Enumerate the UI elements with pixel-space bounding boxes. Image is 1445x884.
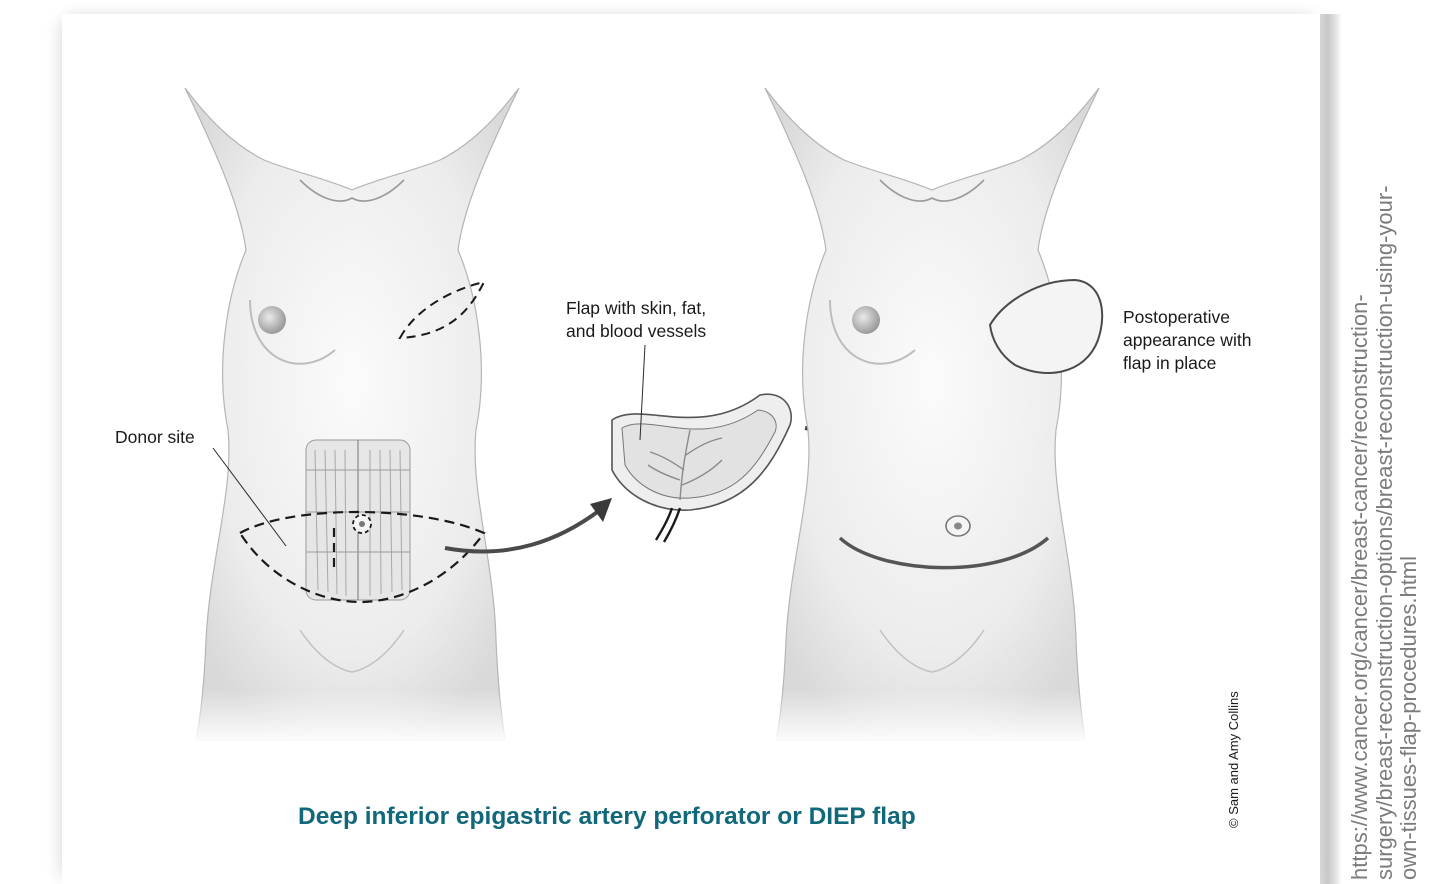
postoperative-label: Postoperative appearance with flap in pl… <box>1123 306 1251 375</box>
right-torso <box>760 88 1110 745</box>
flap-illustration <box>612 345 791 542</box>
source-url: https://www.cancer.org/cancer/breast-can… <box>1348 10 1422 880</box>
left-breast-nipple <box>258 306 286 334</box>
left-torso <box>180 88 530 745</box>
figure-caption: Deep inferior epigastric artery perforat… <box>298 803 916 831</box>
flap-label: Flap with skin, fat, and blood vessels <box>566 297 706 343</box>
donor-site-label: Donor site <box>115 426 195 449</box>
right-breast-nipple <box>852 306 880 334</box>
copyright-credit: © Sam and Amy Collins <box>1226 691 1241 828</box>
